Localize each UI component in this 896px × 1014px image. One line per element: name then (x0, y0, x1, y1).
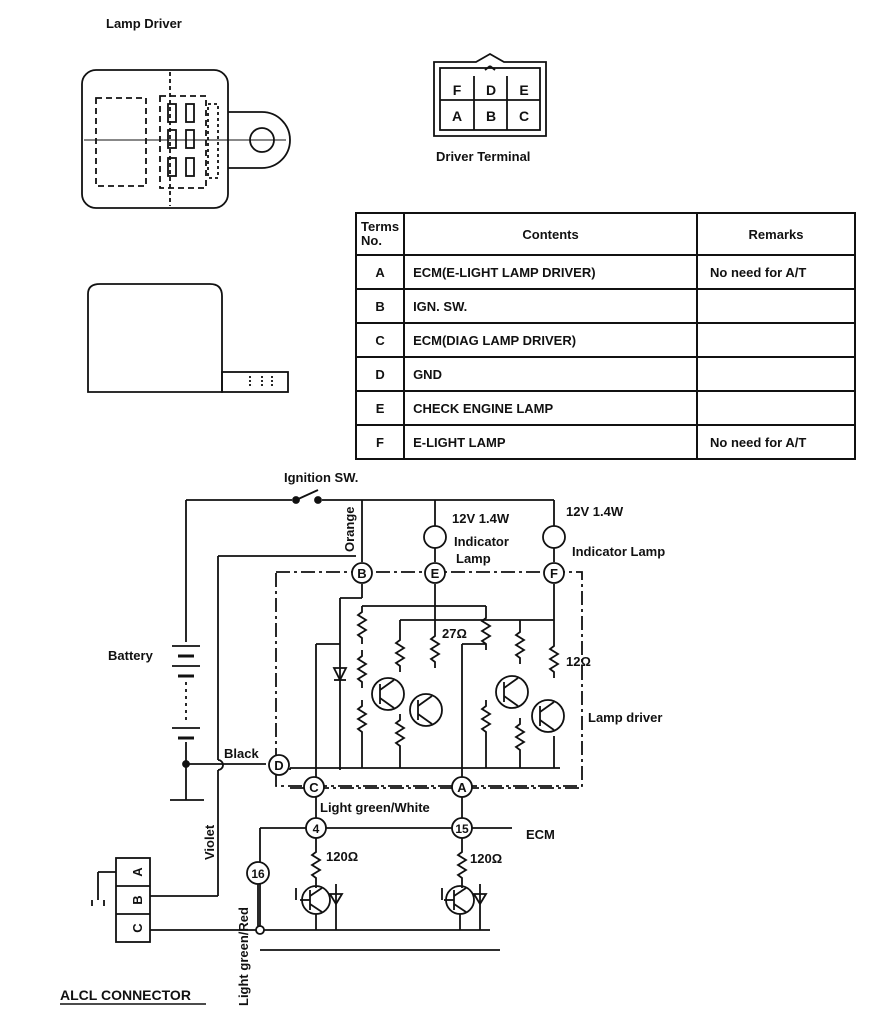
table-row: C ECM(DIAG LAMP DRIVER) (354, 322, 856, 358)
resistor-120a-label: 120Ω (326, 849, 359, 864)
lamp-driver-side-view (87, 283, 289, 393)
lamp-driver-top-view (81, 69, 291, 209)
driver-pin-c: C (519, 108, 529, 124)
header-terms-no: Terms No. (354, 212, 406, 256)
row-remarks (696, 288, 856, 324)
row-no: D (354, 356, 406, 392)
driver-terminal-caption: Driver Terminal (436, 149, 531, 164)
driver-pin-d: D (486, 82, 496, 98)
battery-label: Battery (108, 648, 153, 663)
lamp-driver-label: Lamp driver (588, 710, 663, 725)
ignition-switch-label: Ignition SW. (284, 470, 359, 485)
lamp2-name: Indicator Lamp (572, 544, 666, 559)
resistor-12-label: 12Ω (566, 654, 591, 669)
terminal-b-label: B (357, 566, 366, 581)
row-no: F (354, 424, 406, 460)
row-contents: CHECK ENGINE LAMP (403, 390, 698, 426)
orange-wire-label: Orange (342, 506, 357, 552)
driver-pin-b: B (486, 108, 496, 124)
schematic-wires (91, 489, 583, 951)
row-remarks (696, 322, 856, 358)
driver-pin-a: A (452, 108, 462, 124)
row-remarks: No need for A/T (696, 424, 856, 460)
terminal-markers (246, 562, 565, 885)
driver-terminal-connector (433, 52, 547, 137)
pin-16-label: 16 (251, 867, 265, 881)
light-green-white-label: Light green/White (320, 800, 430, 815)
alcl-pin-b: B (130, 895, 145, 904)
terminal-f-label: F (550, 566, 558, 581)
lamp1-name-line2: Lamp (456, 551, 491, 566)
terminal-e-label: E (431, 566, 440, 581)
lamp1-name-line1: Indicator (454, 534, 509, 549)
ecm-label: ECM (526, 827, 555, 842)
alcl-pin-a: A (130, 867, 145, 877)
pin-15-label: 15 (455, 822, 469, 836)
alcl-connector (115, 857, 151, 943)
row-contents: E-LIGHT LAMP (403, 424, 698, 460)
pin-4-label: 4 (313, 822, 320, 836)
table-row: D GND (354, 356, 856, 392)
table-row: F E-LIGHT LAMP No need for A/T (354, 424, 856, 460)
black-wire-label: Black (224, 746, 259, 761)
row-remarks: No need for A/T (696, 254, 856, 290)
resistor-120b-label: 120Ω (470, 851, 503, 866)
row-contents: ECM(E-LIGHT LAMP DRIVER) (403, 254, 698, 290)
terms-table: Terms No. Contents Remarks A ECM(E-LIGHT… (354, 212, 856, 460)
lamp-driver-title: Lamp Driver (106, 16, 182, 31)
header-contents: Contents (403, 212, 698, 256)
violet-wire-label: Violet (202, 824, 217, 860)
row-remarks (696, 356, 856, 392)
row-remarks (696, 390, 856, 426)
alcl-connector-title: ALCL CONNECTOR (60, 987, 191, 1003)
row-no: B (354, 288, 406, 324)
table-row: B IGN. SW. (354, 288, 856, 324)
light-green-red-label: Light green/Red (236, 907, 251, 1006)
alcl-pin-c: C (130, 923, 145, 933)
row-no: A (354, 254, 406, 290)
row-contents: GND (403, 356, 698, 392)
lamp2-rating: 12V 1.4W (566, 504, 624, 519)
row-contents: IGN. SW. (403, 288, 698, 324)
header-remarks: Remarks (696, 212, 856, 256)
table-row: A ECM(E-LIGHT LAMP DRIVER) No need for A… (354, 254, 856, 290)
row-no: E (354, 390, 406, 426)
terminal-d-label: D (274, 758, 283, 773)
resistor-27-label: 27Ω (442, 626, 467, 641)
driver-pin-e: E (519, 82, 528, 98)
row-contents: ECM(DIAG LAMP DRIVER) (403, 322, 698, 358)
driver-pin-f: F (453, 82, 462, 98)
lamp-driver-internals (332, 605, 565, 768)
lamp1-rating: 12V 1.4W (452, 511, 510, 526)
terminal-a-label: A (457, 780, 467, 795)
table-row: E CHECK ENGINE LAMP (354, 390, 856, 426)
row-no: C (354, 322, 406, 358)
terminal-c-label: C (309, 780, 319, 795)
